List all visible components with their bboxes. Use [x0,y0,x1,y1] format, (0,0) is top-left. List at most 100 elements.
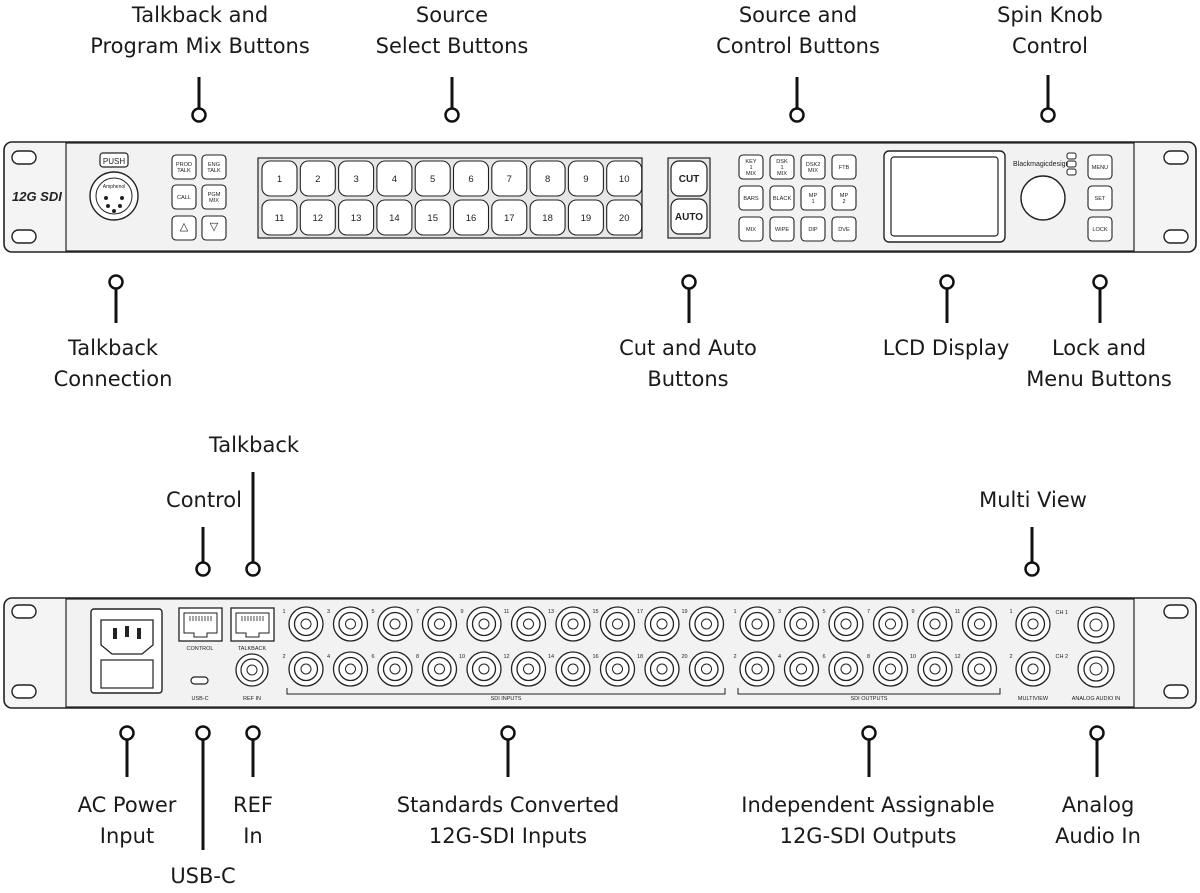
bnc-number-label: 17 [637,609,643,615]
sdi-inputs-label: SDI INPUTS [491,696,522,702]
sdi-input-bnc: 6 [371,651,413,687]
control-button[interactable]: MIX [738,216,764,242]
auto-button[interactable]: AUTO [670,198,708,235]
ac-power-inlet [90,608,163,694]
talk-button[interactable]: CALL [171,184,197,210]
source-button-3[interactable]: 3 [338,160,375,197]
cut-button[interactable]: CUT [670,160,708,197]
control-port-label: CONTROL [187,646,214,652]
callout-line: Program Mix Buttons [90,34,310,58]
bnc-number-label: 10 [459,654,465,660]
source-button-4[interactable]: 4 [376,160,413,197]
source-button-15[interactable]: 15 [414,199,451,236]
bnc-number-label: 7 [416,609,419,615]
menu-button-lock[interactable]: LOCK [1087,216,1113,242]
source-button-13[interactable]: 13 [338,199,375,236]
control-button-label: BLACK [773,196,792,202]
bnc-number-label: 5 [371,609,374,615]
source-button-label: 6 [468,174,473,185]
sdi-input-bnc: 19 [681,606,725,642]
front-logo: 12G SDI [12,189,62,204]
cut-label: CUT [679,174,700,185]
talk-button[interactable]: ▽ [201,215,227,241]
control-button[interactable]: BARS [738,185,764,211]
source-button-6[interactable]: 6 [452,160,490,197]
source-button-14[interactable]: 14 [376,199,413,236]
bnc-number-label: 9 [911,609,914,615]
label-lcd-display: LCD Display [866,333,1026,364]
bnc-number-label: 1 [1009,609,1012,615]
source-button-18[interactable]: 18 [529,199,566,236]
source-button-10[interactable]: 10 [606,160,643,197]
control-button[interactable]: DIP [800,216,826,242]
source-button-16[interactable]: 16 [452,199,490,236]
source-button-label: 20 [619,213,630,224]
bnc-number-label: 11 [504,609,510,615]
callout-line: Multi View [979,488,1087,512]
source-button-9[interactable]: 9 [567,160,604,197]
sdi-input-bnc: 11 [504,606,547,642]
callout-line: Source [415,3,489,27]
source-button-11[interactable]: 11 [261,199,298,236]
rear-leader-lines [119,472,1105,850]
control-button[interactable]: DVE [831,216,857,242]
ref-in-label: REF IN [243,696,261,702]
control-button[interactable]: FTB [831,154,857,180]
callout-line: Control Buttons [716,34,880,58]
menu-button-set[interactable]: SET [1087,185,1113,211]
source-button-20[interactable]: 20 [606,199,643,236]
label-talkback-rear: Talkback [194,430,314,461]
sdi-input-bnc: 8 [416,651,458,687]
callout-line: AC Power [77,793,177,817]
source-button-1[interactable]: 1 [261,160,298,197]
sdi-input-bnc: 1 [282,606,324,642]
menu-button-menu[interactable]: MENU [1087,154,1113,180]
source-button-2[interactable]: 2 [299,160,336,197]
control-button[interactable]: BLACK [769,185,795,211]
multiview-bnc: 1 [1009,606,1051,642]
sdi-output-bnc: 7 [867,606,909,642]
source-button-19[interactable]: 19 [567,199,604,236]
multiview-bnc: 2 [1009,651,1051,687]
sdi-input-bnc: 17 [637,606,680,642]
control-button[interactable]: WIPE [769,216,795,242]
menu-button-label: MENU [1092,165,1108,171]
sdi-output-bnc: 1 [733,606,775,642]
source-button-17[interactable]: 17 [491,199,528,236]
source-button-5[interactable]: 5 [414,160,451,197]
sdi-output-bnc: 8 [867,651,909,687]
source-button-8[interactable]: 8 [529,160,566,197]
callout-line: USB-C [170,864,236,888]
talk-button[interactable]: △ [171,215,197,241]
callout-line: Analog [1061,793,1135,817]
sdi-input-bnc: 2 [282,651,324,687]
menu-button-label: SET [1095,196,1106,202]
spin-knob[interactable] [1020,175,1066,221]
callout-line: Source and [738,3,858,27]
talkback-port-label: TALKBACK [238,646,267,652]
callout-line: Lock and [1051,336,1147,360]
bnc-number-label: 2 [282,654,285,660]
sdi-outputs-label: SDI OUTPUTS [851,696,888,702]
source-button-label: 18 [542,213,553,224]
bnc-number-label: 5 [822,609,825,615]
menu-lock-buttons: MENU SET LOCK [1087,154,1113,242]
source-button-label: 14 [389,213,400,224]
source-button-7[interactable]: 7 [491,160,528,197]
source-button-12[interactable]: 12 [299,199,336,236]
label-control: Control [144,485,264,516]
